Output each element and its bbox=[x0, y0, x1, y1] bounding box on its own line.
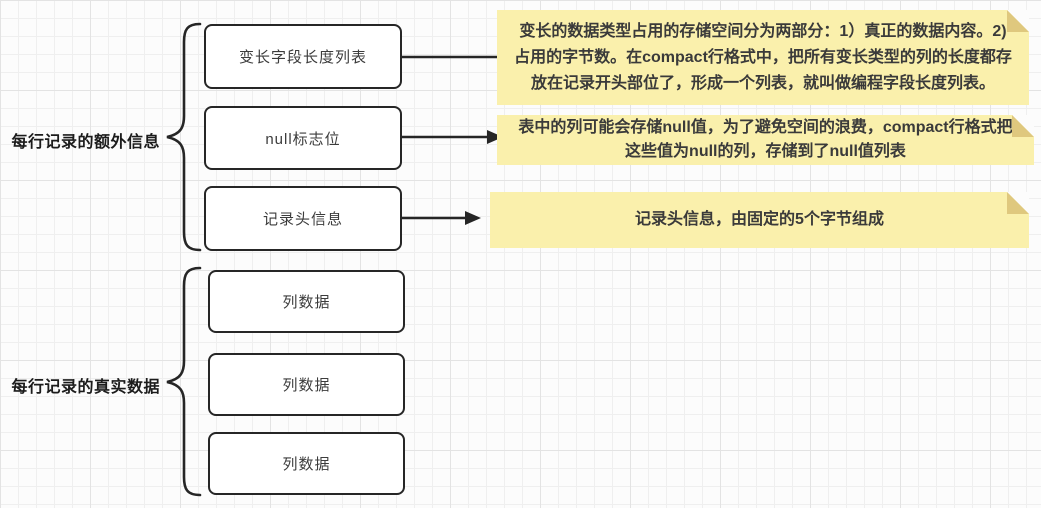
note-null-list-text: 表中的列可能会存储null值，为了避免空间的浪费，compact行格式把这些值为… bbox=[518, 119, 1013, 160]
brace-real-data bbox=[166, 266, 202, 497]
note-varlen-text: 变长的数据类型占用的存储空间分为两部分：1）真正的数据内容。2) 占用的字节数。… bbox=[514, 22, 1012, 92]
note-null-list-explanation: 表中的列可能会存储null值，为了避免空间的浪费，compact行格式把这些值为… bbox=[497, 115, 1034, 165]
brace-extra-info bbox=[166, 22, 202, 252]
note-varlen-explanation: 变长的数据类型占用的存储空间分为两部分：1）真正的数据内容。2) 占用的字节数。… bbox=[497, 10, 1029, 105]
box-column-data-3-label: 列数据 bbox=[282, 456, 331, 473]
box-column-data-1: 列数据 bbox=[208, 270, 405, 333]
note-record-header-explanation: 记录头信息，由固定的5个字节组成 bbox=[490, 192, 1029, 248]
box-column-data-3: 列数据 bbox=[208, 432, 405, 495]
box-record-header-label: 记录头信息 bbox=[262, 211, 343, 228]
box-null-flags: null标志位 bbox=[204, 106, 402, 170]
box-null-flags-label: null标志位 bbox=[265, 130, 341, 148]
group-label-real-data: 每行记录的真实数据 bbox=[11, 379, 160, 396]
box-record-header: 记录头信息 bbox=[204, 186, 402, 251]
box-column-data-2: 列数据 bbox=[208, 353, 405, 416]
box-varlen-length-list-label: 变长字段长度列表 bbox=[238, 49, 367, 66]
group-label-extra-info: 每行记录的额外信息 bbox=[11, 134, 160, 151]
box-column-data-2-label: 列数据 bbox=[282, 377, 331, 394]
box-varlen-length-list: 变长字段长度列表 bbox=[204, 24, 402, 89]
arrowhead-header bbox=[465, 211, 481, 225]
note-record-header-text: 记录头信息，由固定的5个字节组成 bbox=[635, 211, 884, 228]
box-column-data-1-label: 列数据 bbox=[282, 294, 331, 311]
